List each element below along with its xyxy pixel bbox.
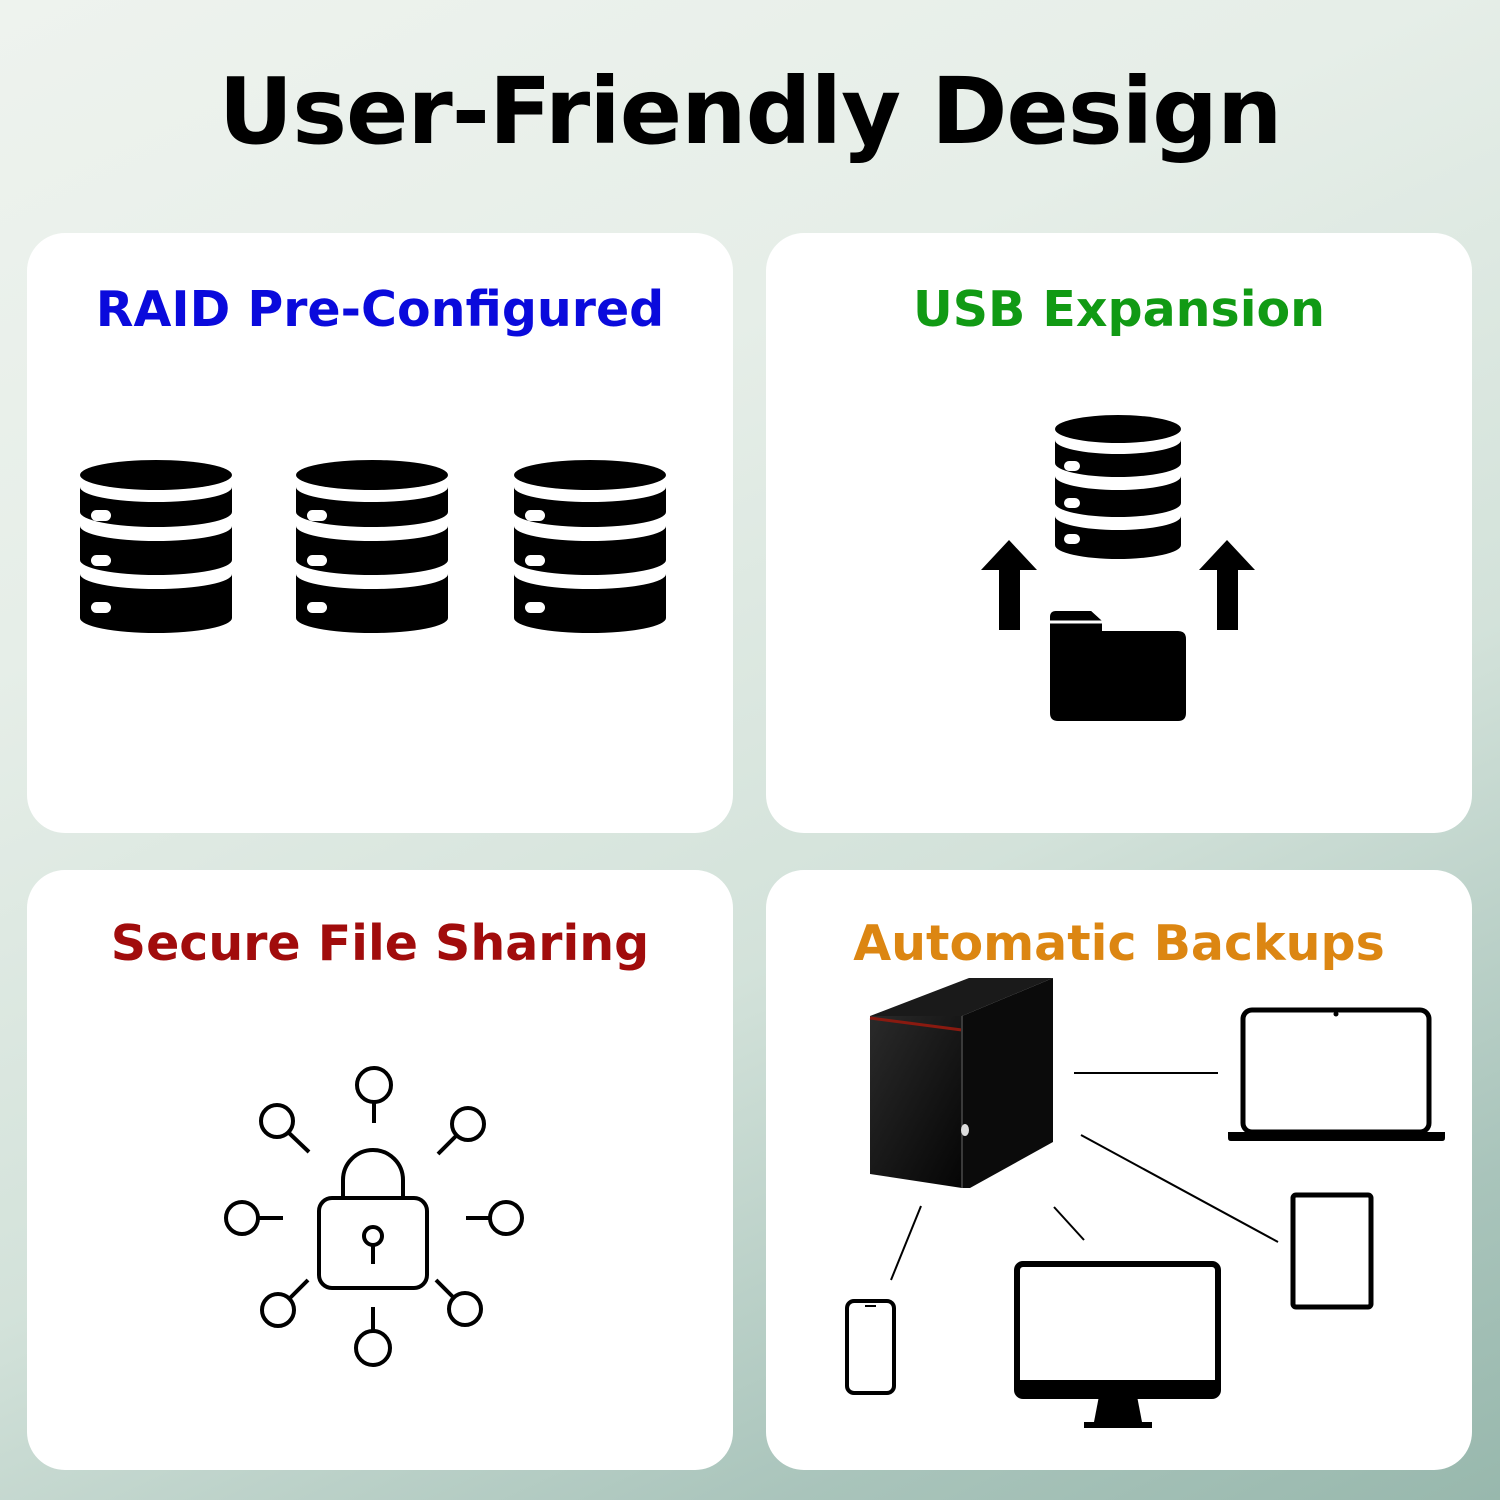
- folder-icon: [1050, 611, 1186, 721]
- database-stack-icon: [80, 460, 666, 633]
- database-icon-1: [80, 460, 232, 633]
- raid-card: RAID Pre-Configured: [27, 233, 733, 833]
- arrow-up-icon-left: [981, 540, 1037, 630]
- database-icon-3: [514, 460, 666, 633]
- automatic-backups-card-title: Automatic Backups: [853, 915, 1385, 972]
- network-node-right: [466, 1200, 524, 1236]
- nas-device-icon: [869, 978, 1053, 1188]
- tablet-icon: [1290, 1192, 1374, 1310]
- smartphone-icon: [845, 1299, 896, 1395]
- network-backup-diagram-icon: [845, 978, 1445, 1428]
- network-node-bottom-left: [260, 1278, 310, 1328]
- laptop-icon: [1228, 1007, 1445, 1141]
- usb-expansion-icon: [981, 415, 1255, 721]
- secure-sharing-card-title: Secure File Sharing: [110, 915, 650, 972]
- network-node-bottom: [354, 1307, 392, 1367]
- automatic-backups-card: Automatic Backups: [766, 870, 1472, 1470]
- secure-sharing-card: Secure File Sharing: [27, 870, 733, 1470]
- network-node-left: [224, 1200, 283, 1236]
- page-title: User-Friendly Design: [218, 58, 1283, 165]
- desktop-monitor-icon: [1014, 1261, 1221, 1428]
- padlock-icon: [317, 1148, 429, 1290]
- arrow-up-icon-right: [1199, 540, 1255, 630]
- network-node-top-left: [259, 1103, 311, 1154]
- database-icon-2: [296, 460, 448, 633]
- network-node-top: [355, 1066, 393, 1123]
- usb-expansion-card: USB Expansion: [766, 233, 1472, 833]
- secure-sharing-lock-icon: [224, 1066, 524, 1367]
- network-node-bottom-right: [434, 1278, 483, 1327]
- usb-expansion-card-title: USB Expansion: [912, 281, 1326, 338]
- database-icon: [1055, 415, 1181, 559]
- raid-card-title: RAID Pre-Configured: [95, 281, 665, 338]
- network-node-top-right: [436, 1106, 486, 1156]
